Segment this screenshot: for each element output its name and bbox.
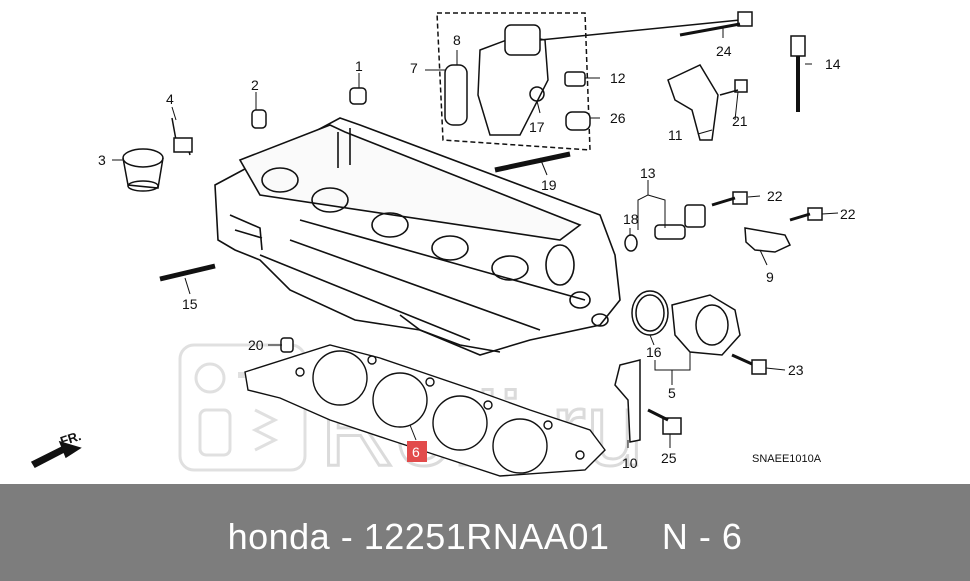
- callout-1: 1: [355, 58, 363, 74]
- callout-20: 20: [248, 337, 264, 353]
- callout-17: 17: [529, 119, 545, 135]
- misc-parts: [30, 11, 823, 468]
- caption-text: honda - 12251RNAA01 N - 6: [0, 516, 970, 558]
- diagram-svg: Rolli.ru: [30, 11, 856, 484]
- callout-9: 9: [766, 269, 774, 285]
- callout-18: 18: [623, 211, 639, 227]
- caption-bar: honda - 12251RNAA01 N - 6: [0, 484, 970, 581]
- caption-separator: -: [330, 516, 364, 557]
- callouts: 1 2 3 4 5 6 7 8 9 10 11 12 13 14 15 16 1…: [98, 32, 856, 471]
- callout-14: 14: [825, 56, 841, 72]
- cylinder-head: [214, 117, 621, 356]
- callout-7: 7: [410, 60, 418, 76]
- caption-part-number: 12251RNAA01: [363, 516, 610, 557]
- callout-2: 2: [251, 77, 259, 93]
- callout-11: 11: [668, 127, 683, 143]
- callout-6-highlighted: 6: [412, 444, 420, 460]
- highlight-box: [407, 441, 427, 462]
- callout-5: 5: [668, 385, 676, 401]
- parts-diagram: Rolli.ru: [30, 11, 856, 484]
- diagram-code: SNAEE1010A: [752, 453, 822, 465]
- leader-lines: [112, 26, 839, 448]
- direction-label: FR.: [58, 428, 83, 449]
- callout-4: 4: [166, 91, 174, 107]
- callout-12: 12: [610, 70, 626, 86]
- callout-19: 19: [541, 177, 557, 193]
- callout-10: 10: [622, 455, 638, 471]
- callout-22a: 22: [767, 188, 783, 204]
- callout-8: 8: [453, 32, 461, 48]
- callout-16: 16: [646, 344, 662, 360]
- callout-3: 3: [98, 152, 106, 168]
- caption-brand: honda: [227, 516, 331, 557]
- callout-24: 24: [716, 43, 732, 59]
- callout-25: 25: [661, 450, 677, 466]
- callout-23: 23: [788, 362, 804, 378]
- callout-15: 15: [182, 296, 198, 312]
- callout-13: 13: [640, 165, 656, 181]
- callout-22b: 22: [840, 206, 856, 222]
- caption-position: N - 6: [661, 516, 743, 557]
- callout-26: 26: [610, 110, 626, 126]
- head-gasket: [244, 344, 606, 477]
- callout-21: 21: [732, 113, 748, 129]
